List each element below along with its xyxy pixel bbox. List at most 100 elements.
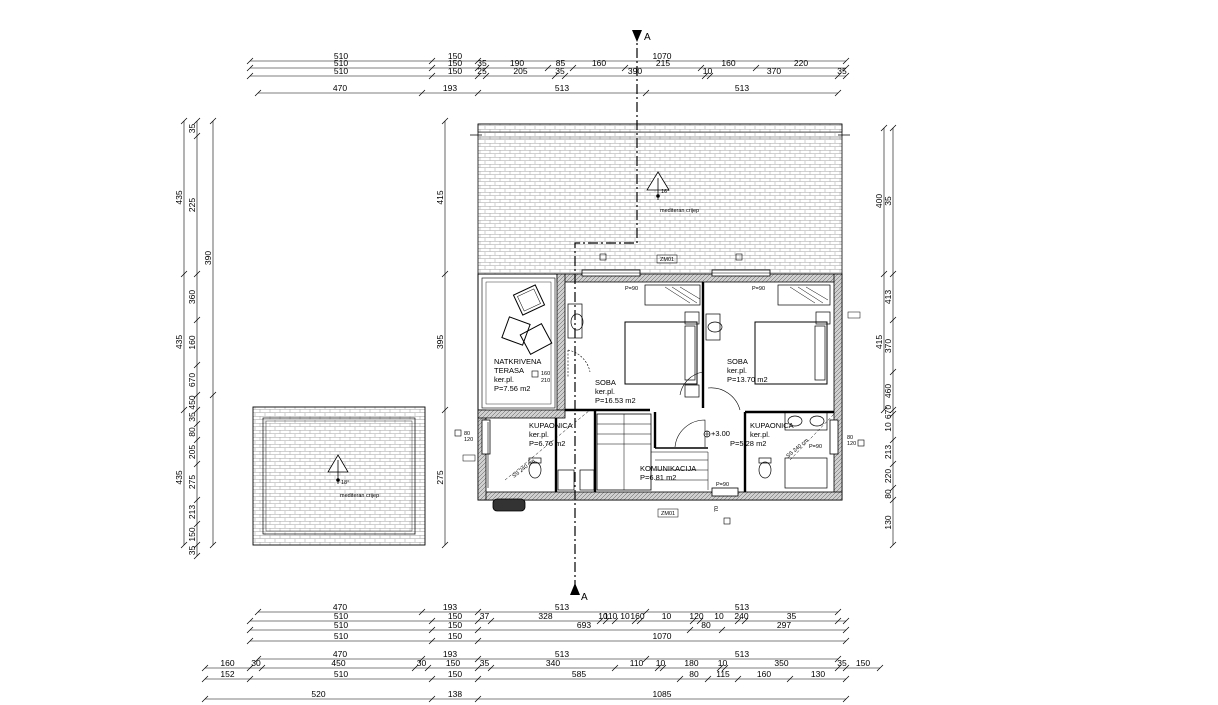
room-right-area: P=13.70 m2 [727, 375, 768, 384]
dimension-tick [180, 541, 188, 549]
room-right-floor: ker.pl. [727, 366, 747, 375]
bath-left-floor: ker.pl. [529, 430, 549, 439]
dimension-tick [209, 391, 217, 399]
roof-material: mediteran crijep [660, 208, 699, 214]
bath-right-floor: ker.pl. [750, 430, 770, 439]
dimension-tick [201, 695, 209, 703]
dimension-tick [686, 626, 694, 634]
dimension-tick [474, 89, 482, 97]
dimension-tick [474, 695, 482, 703]
dimension-value: 160 [592, 58, 606, 68]
dimension-tick [441, 270, 449, 278]
dimension-tick [889, 484, 897, 492]
dimension-tick [246, 57, 254, 65]
dimension-value: 35 [837, 66, 847, 76]
dimension-value: 110 [630, 658, 644, 668]
dimension-tick [246, 72, 254, 80]
elevation-value: +3.00 [711, 429, 730, 438]
roof-area: 16° mediteran crijep [470, 123, 850, 275]
dimension-tick [193, 552, 201, 560]
p90-right: P=90 [752, 286, 765, 292]
section-label-bottom: A [581, 592, 588, 603]
dimension-tick [697, 64, 705, 72]
dimension-value: 415 [874, 335, 884, 349]
dimension-value: 450 [331, 658, 345, 668]
terrace-floor: ker.pl. [494, 375, 514, 384]
dimension-value: 390 [628, 66, 642, 76]
dimension-value: 670 [883, 405, 893, 419]
dimension-value: 205 [187, 445, 197, 459]
dimension-value: 450 [187, 395, 197, 409]
dimension-value: 150 [448, 611, 462, 621]
dimension-tick [741, 617, 749, 625]
dimension-value: 513 [555, 602, 569, 612]
p90-right-bath: P=90 [809, 444, 822, 450]
dimension-value: 510 [334, 58, 348, 68]
dimension-tick [834, 72, 842, 80]
garage-roof-material: mediteran crijep [340, 493, 379, 499]
garage-roof-slope: 18° [341, 480, 349, 486]
dimension-tick [474, 608, 482, 616]
dimension-value: 510 [334, 620, 348, 630]
dimension-value: 328 [538, 611, 552, 621]
dimension-value: 35 [480, 658, 490, 668]
dimension-value: 215 [656, 58, 670, 68]
dimension-tick [193, 117, 201, 125]
dimension-value: 193 [443, 602, 457, 612]
dimension-tick [834, 89, 842, 97]
dimension-value: 35 [187, 546, 197, 556]
dimension-tick [254, 655, 262, 663]
dimension-value: 520 [311, 689, 325, 699]
dimension-tick [474, 626, 482, 634]
dimension-tick [193, 406, 201, 414]
window-210: 210 [541, 378, 550, 384]
dimension-value: 513 [735, 649, 749, 659]
dimension-value: 25 [477, 66, 487, 76]
code-zm-top: ZM01 [660, 257, 674, 263]
dimension-tick [889, 496, 897, 504]
dimension-tick [193, 316, 201, 324]
dimension-tick [441, 541, 449, 549]
dimension-tick [676, 675, 684, 683]
dimension-tick [482, 64, 490, 72]
dimension-tick [193, 496, 201, 504]
dimension-value: 370 [883, 339, 893, 353]
code-zm-bottom: ZM01 [661, 511, 675, 517]
dimension-value: 37 [480, 611, 490, 621]
dimension-tick [418, 89, 426, 97]
window-120-right: 120 [847, 441, 856, 447]
dimension-tick [441, 117, 449, 125]
dimension-value: 193 [443, 83, 457, 93]
dimension-value: 413 [883, 290, 893, 304]
dimension-tick [418, 608, 426, 616]
bath-left-name: KUPAONICA [529, 421, 573, 430]
dimension-tick [889, 410, 897, 418]
dimension-value: 160 [220, 658, 234, 668]
dimension-tick [876, 664, 884, 672]
dimension-value: 35 [187, 412, 197, 422]
dimension-tick [246, 664, 254, 672]
dimension-value: 10 [656, 658, 666, 668]
dimension-value: 585 [572, 669, 586, 679]
terrace-name-2: TERASA [494, 366, 524, 375]
dimension-tick [842, 617, 850, 625]
dimension-tick [621, 64, 629, 72]
dimension-tick [842, 57, 850, 65]
dimension-tick [193, 436, 201, 444]
dimension-tick [880, 406, 888, 414]
room-left-area: P=16.53 m2 [595, 396, 636, 405]
room-left-name: SOBA [595, 378, 616, 387]
dimension-value: 370 [767, 66, 781, 76]
dimension-tick [834, 608, 842, 616]
dimension-tick [487, 664, 495, 672]
dimension-tick [611, 664, 619, 672]
dimension-value: 10 [883, 422, 893, 432]
dimension-tick [889, 316, 897, 324]
dimension-value: 80 [689, 669, 699, 679]
dimension-tick [842, 626, 850, 634]
dimension-value: 297 [777, 620, 791, 630]
dimension-tick [428, 617, 436, 625]
